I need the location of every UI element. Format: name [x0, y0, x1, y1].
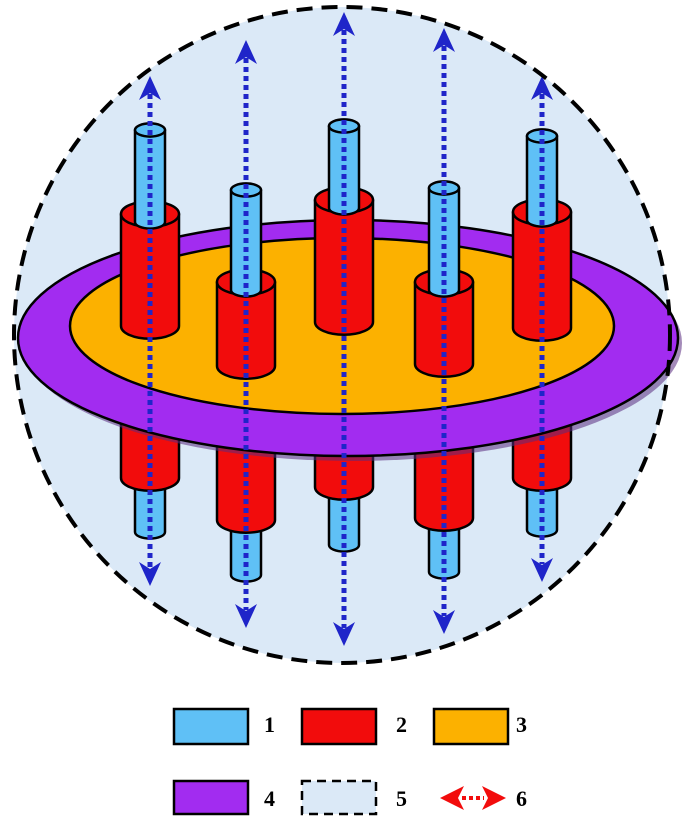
- legend-swatch-sleeve: [300, 707, 378, 746]
- legend-swatch-core: [432, 707, 510, 746]
- legend-swatches: [172, 707, 510, 816]
- field-arrows: [139, 12, 553, 646]
- rod-upper-4: [427, 180, 461, 298]
- field-arrow-4: [433, 28, 455, 634]
- field-arrow-head-bottom-5: [531, 558, 553, 582]
- legend-arrow-head-left: [440, 786, 464, 810]
- legend-label-3: 3: [516, 712, 527, 737]
- field-arrow-5: [531, 76, 553, 582]
- legend-swatch-boundary: [300, 779, 378, 816]
- field-arrow-2: [235, 40, 257, 628]
- sphere-dashed-outline: [12, 5, 672, 665]
- legend-swatch-arrow-icon: [440, 786, 506, 810]
- field-arrow-head-top-2: [235, 40, 257, 64]
- legend-label-6: 6: [516, 786, 527, 811]
- field-arrow-head-top-1: [139, 76, 161, 100]
- rod-upper-2: [229, 182, 263, 298]
- field-arrow-head-bottom-4: [433, 610, 455, 634]
- field-arrow-head-bottom-2: [235, 604, 257, 628]
- rod-upper-4-body: [427, 186, 461, 298]
- legend-label-4: 4: [264, 786, 275, 811]
- legend-label-1: 1: [264, 712, 275, 737]
- legend-arrow-head-right: [482, 786, 506, 810]
- legend-swatch-ring: [172, 779, 250, 816]
- field-arrow-1: [139, 76, 161, 586]
- field-arrow-head-top-5: [531, 76, 553, 100]
- field-arrow-head-top-3: [333, 12, 355, 36]
- sphere-outline: [12, 5, 672, 665]
- field-arrow-head-bottom-1: [139, 562, 161, 586]
- rod-upper-5: [525, 128, 559, 228]
- field-arrow-3: [333, 12, 355, 646]
- legend-label-2: 2: [396, 712, 407, 737]
- field-arrow-head-bottom-3: [333, 622, 355, 646]
- rod-upper-5-body: [525, 134, 559, 228]
- legend-swatch-rod: [172, 707, 250, 746]
- field-arrow-head-top-4: [433, 28, 455, 52]
- legend-label-5: 5: [396, 786, 407, 811]
